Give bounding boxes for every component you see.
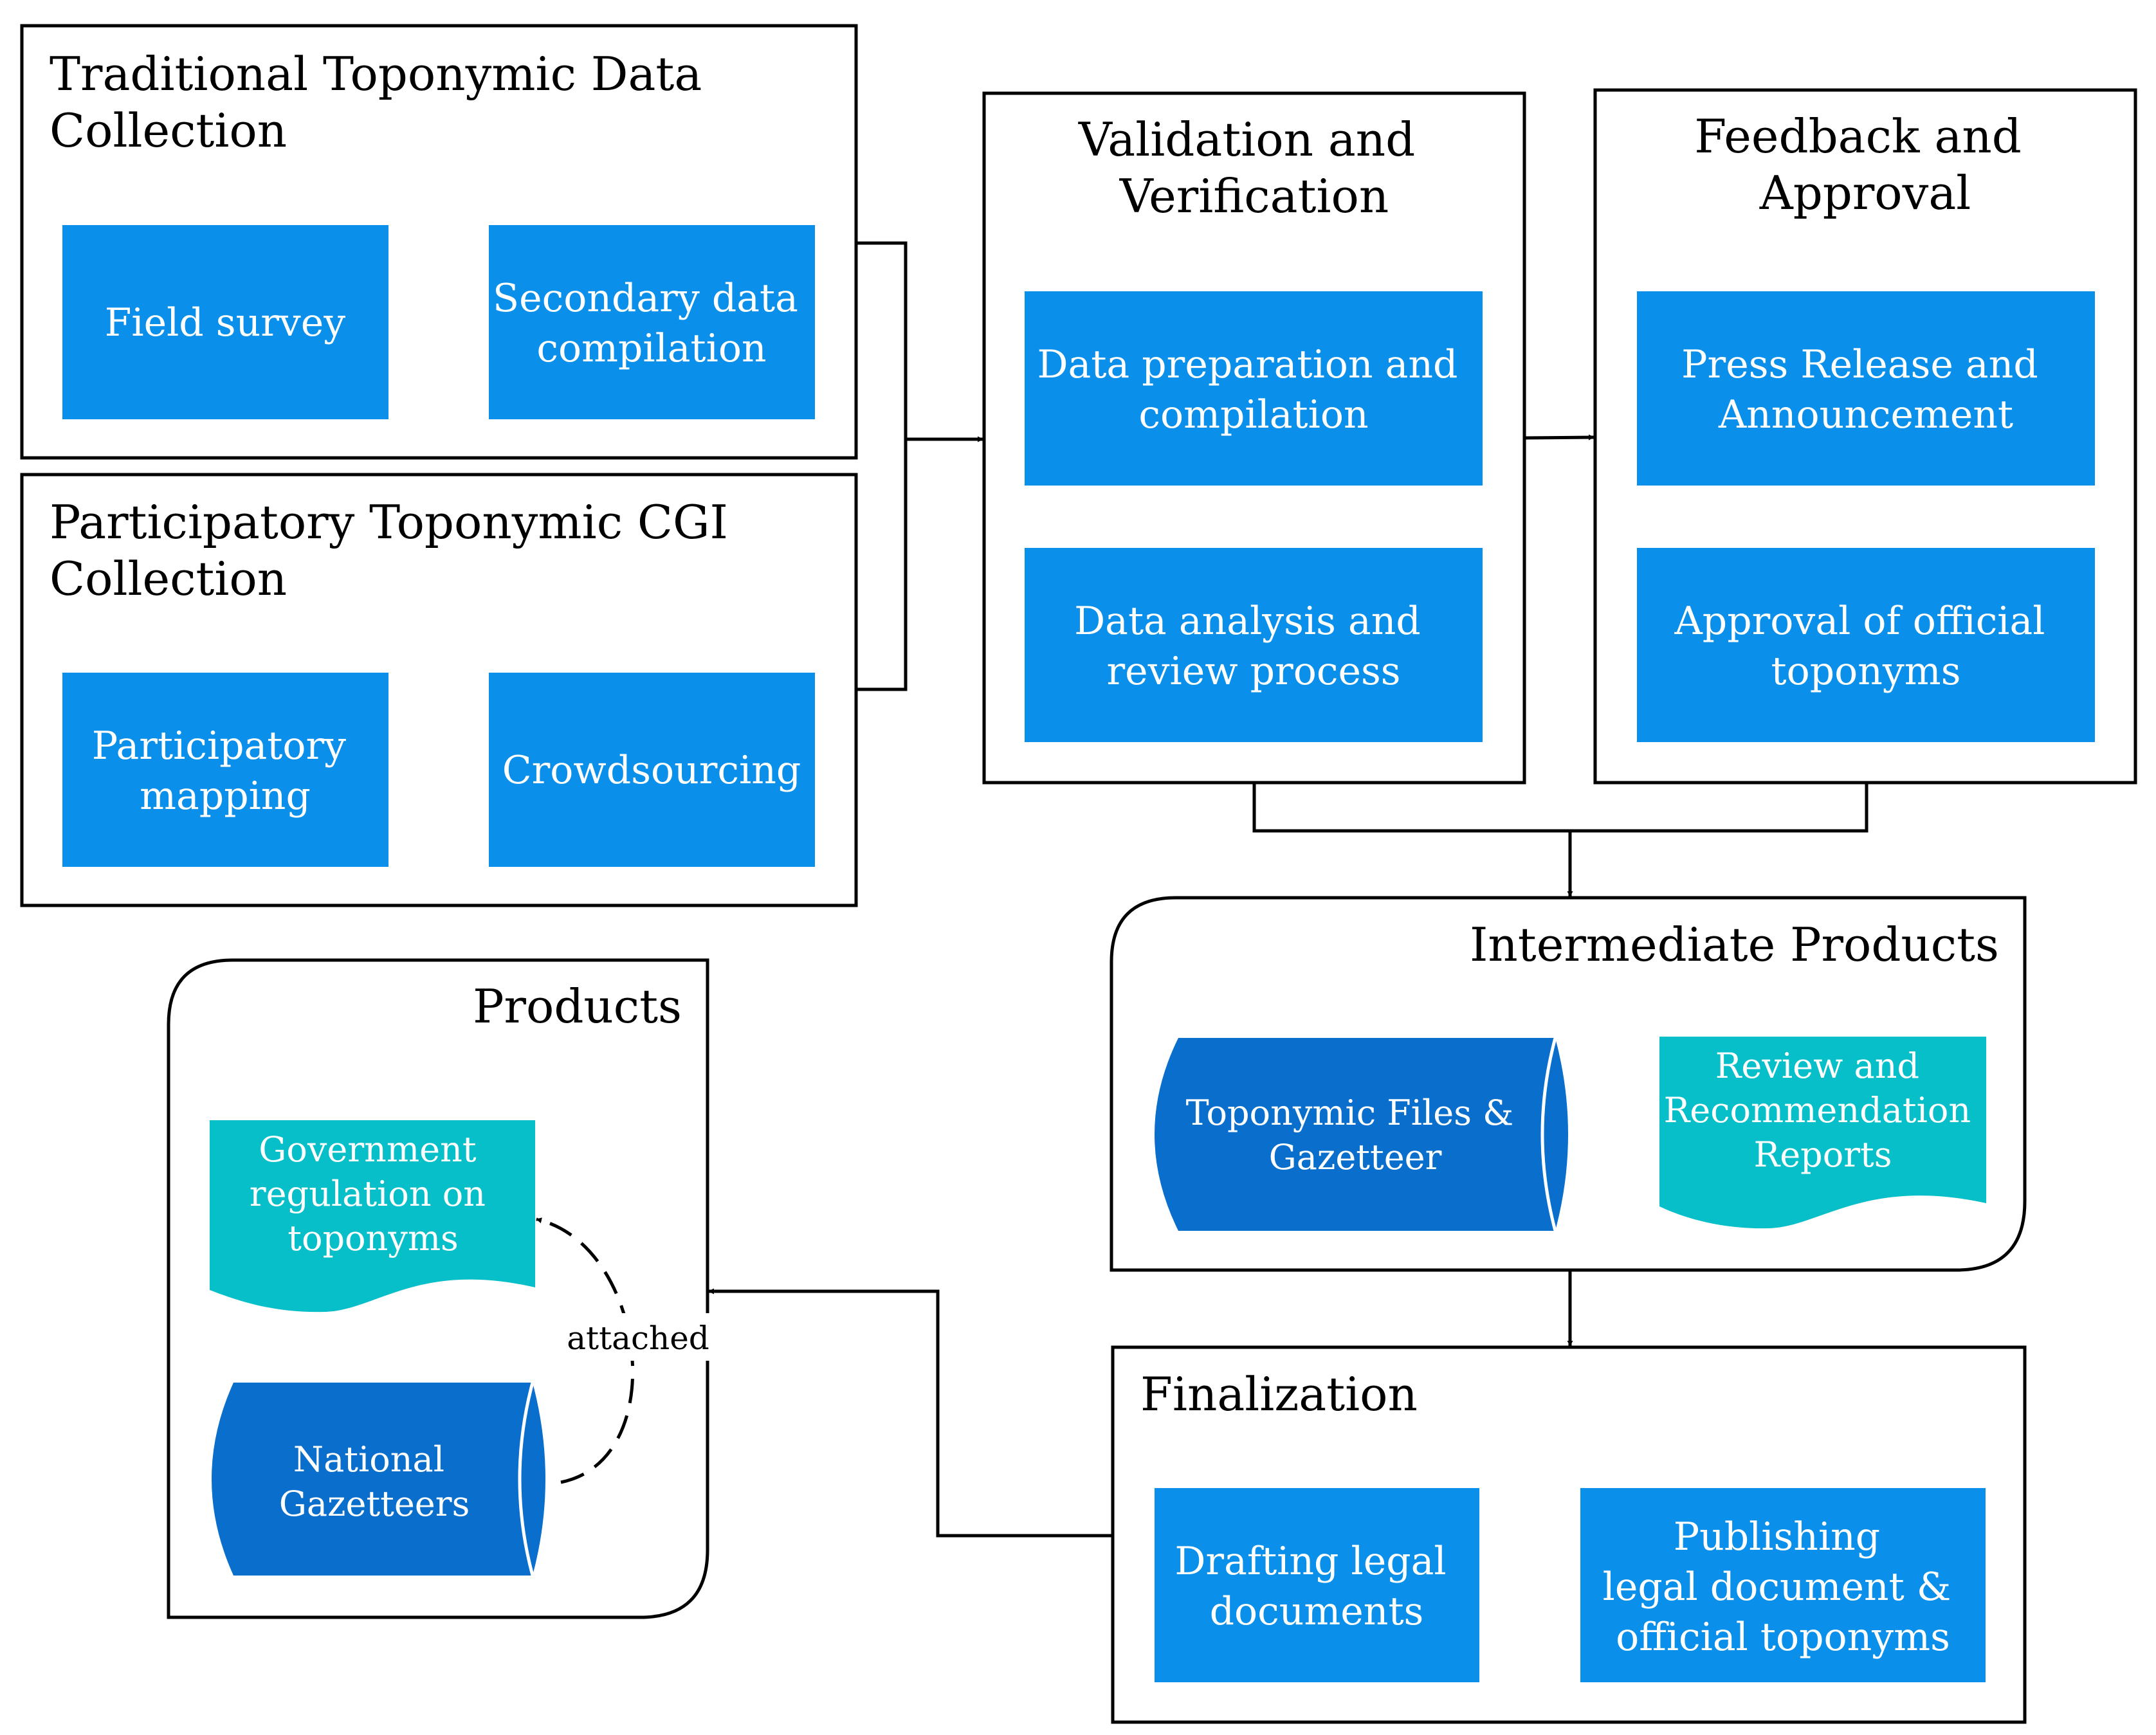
validation-title: Validation and Verification — [1078, 113, 1430, 223]
products-title: Products — [473, 979, 682, 1033]
approval-toponyms-box — [1637, 548, 2095, 742]
attached-label: attached — [567, 1320, 709, 1357]
press-release-label: Press Release and Announcement — [1681, 342, 2051, 437]
approval-toponyms-label: Approval of official toponyms — [1674, 599, 2057, 694]
data-preparation-box — [1025, 291, 1483, 486]
participatory-mapping-label: Participatory mapping — [92, 723, 358, 819]
connector-collection-bracket — [856, 241, 908, 691]
drafting-legal-box — [1155, 1488, 1479, 1682]
press-release-box — [1637, 291, 2095, 486]
government-regulation-label: Government regulation on toponyms — [250, 1129, 497, 1258]
connector-validation-feedback-merge — [1252, 783, 1868, 833]
national-gazetteers-cylinder-icon — [212, 1382, 545, 1576]
intermediate-products-title: Intermediate Products — [1470, 918, 1999, 972]
data-analysis-box — [1025, 548, 1483, 742]
field-survey-label: Field survey — [105, 300, 346, 345]
publishing-label: Publishing legal document & official top… — [1603, 1514, 1964, 1660]
attached-label-background — [565, 1313, 711, 1361]
toponymic-files-label: Toponymic Files & Gazetteer — [1186, 1093, 1525, 1177]
national-gazetteers-label: National Gazetteers — [279, 1439, 470, 1524]
crowdsourcing-label: Crowdsourcing — [502, 748, 801, 793]
toponymic-files-cylinder-icon — [1155, 1037, 1568, 1231]
arrow-finalization-to-products — [708, 1288, 1113, 1538]
drafting-legal-label: Drafting legal documents — [1174, 1539, 1458, 1634]
participatory-collection-title: Participatory Toponymic CGI Collection — [50, 495, 743, 606]
traditional-collection-title: Traditional Toponymic Data Collection — [50, 47, 717, 158]
feedback-title: Feedback and Approval — [1694, 109, 2036, 220]
arrow-validation-to-feedback — [1524, 434, 1594, 441]
review-reports-document-icon — [1659, 1037, 1986, 1229]
data-preparation-label: Data preparation and compilation — [1037, 342, 1470, 437]
finalization-title: Finalization — [1140, 1367, 1418, 1421]
publishing-box — [1580, 1488, 1986, 1682]
secondary-data-box — [489, 225, 815, 419]
data-analysis-label: Data analysis and review process — [1074, 599, 1433, 694]
participatory-mapping-box — [62, 673, 388, 867]
government-regulation-document-icon — [210, 1120, 535, 1313]
crowdsourcing-box — [489, 673, 815, 867]
secondary-data-label: Secondary data compilation — [493, 276, 810, 371]
review-reports-label: Review and Recommendation Reports — [1664, 1046, 1982, 1175]
field-survey-box — [62, 225, 388, 419]
